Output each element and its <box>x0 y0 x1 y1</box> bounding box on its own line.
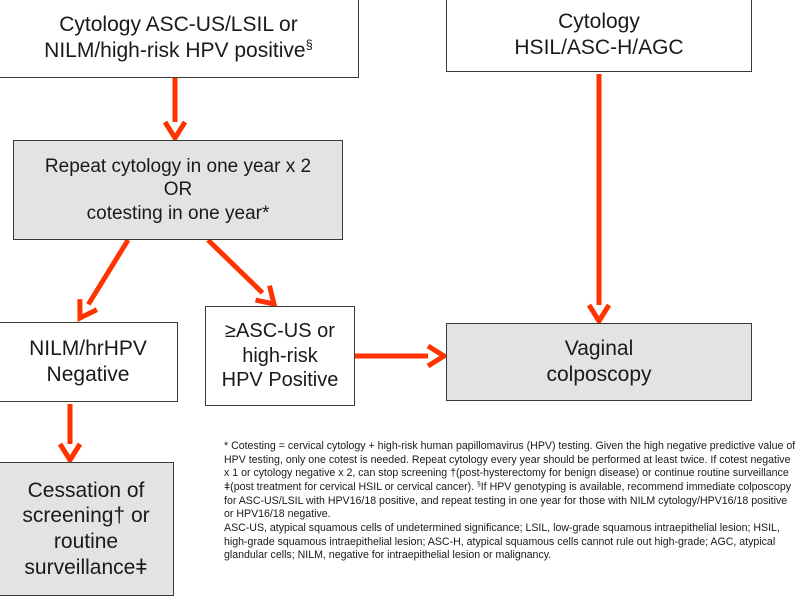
arrow-nilm-to-cessation <box>57 404 83 465</box>
asc-us-positive-box: ≥ASC-US or high-risk HPV Positive <box>205 306 355 406</box>
cytology-hsil-box: Cytology HSIL/ASC-H/AGC <box>446 0 752 72</box>
vaginal-colposcopy-line-2: colposcopy <box>546 363 652 386</box>
footnote-cotesting: * Cotesting = cervical cytology + high-r… <box>224 440 796 521</box>
repeat-cytology-line-3: cotesting in one year* <box>86 202 270 224</box>
asc-us-positive-line-2: high-risk <box>242 344 318 367</box>
cessation-line-2: screening† or <box>22 504 150 528</box>
arrow-repeat-to-ascus <box>206 238 278 308</box>
arrow-cytology-to-repeat <box>162 78 188 143</box>
cessation-line-1: Cessation of <box>27 478 145 502</box>
cytology-asc-us-lsil-box: Cytology ASC-US/LSIL or NILM/high-risk H… <box>0 0 359 78</box>
arrow-repeat-to-nilm <box>77 238 131 323</box>
nilm-negative-box: NILM/hrHPV Negative <box>0 322 178 402</box>
arrow-hsil-to-colposcopy <box>586 74 612 326</box>
footnotes: * Cotesting = cervical cytology + high-r… <box>224 440 798 563</box>
section-mark: § <box>305 37 313 52</box>
cytology-hsil-line-1: Cytology <box>558 10 640 34</box>
vaginal-colposcopy-box: Vaginal colposcopy <box>446 323 752 401</box>
asc-us-positive-line-3: HPV Positive <box>221 369 339 392</box>
footnote-abbreviations: ASC-US, atypical squamous cells of undet… <box>224 521 780 562</box>
footnote-section-mark: § <box>477 480 481 488</box>
nilm-negative-line-1: NILM/hrHPV <box>29 337 147 361</box>
cessation-box: Cessation of screening† or routine surve… <box>0 462 174 596</box>
cytology-hsil-line-2: HSIL/ASC-H/AGC <box>514 36 684 59</box>
cessation-line-3: routine <box>53 530 119 553</box>
cytology-asc-us-lsil-line-1: Cytology ASC-US/LSIL or <box>59 13 298 37</box>
cessation-line-4: surveillanceǂ <box>24 555 148 579</box>
repeat-cytology-box: Repeat cytology in one year x 2 OR cotes… <box>13 140 343 240</box>
repeat-cytology-line-1: Repeat cytology in one year x 2 <box>44 156 312 178</box>
arrow-ascus-to-colposcopy <box>355 343 449 369</box>
cytology-asc-us-lsil-line-2: NILM/high-risk HPV positive§ <box>44 37 313 62</box>
asc-us-positive-line-1: ≥ASC-US or <box>225 320 335 343</box>
nilm-negative-line-2: Negative <box>46 363 130 386</box>
vaginal-colposcopy-line-1: Vaginal <box>564 337 634 361</box>
repeat-cytology-line-2: OR <box>163 179 193 201</box>
